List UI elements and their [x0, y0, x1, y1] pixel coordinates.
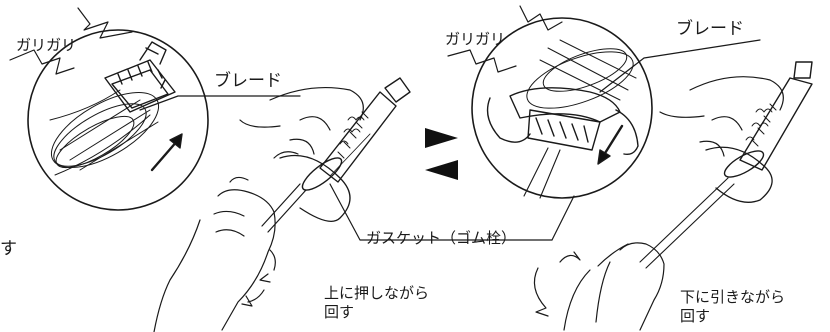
left-hand-lower	[153, 176, 276, 332]
right-down-arrow-head	[597, 149, 611, 165]
left-scrape-zigzag	[9, 7, 133, 75]
right-syringe	[639, 61, 813, 269]
right-cutter-head	[486, 87, 639, 199]
right-pointing-triangle	[425, 128, 458, 148]
right-blade-swirl	[526, 39, 637, 109]
right-hand-upper	[659, 76, 784, 157]
right-blade-leader	[599, 39, 761, 93]
gasket-leader-right	[551, 195, 575, 241]
blade-label-right: ブレード	[676, 19, 744, 39]
push-rotate-instruction: 上に押しながら 回す	[324, 284, 429, 322]
scrape-label-left: ガリガリ	[16, 36, 77, 54]
left-syringe	[261, 77, 411, 233]
right-scrape-zigzag	[447, 5, 563, 73]
right-hand-lower	[533, 242, 665, 331]
push-rotate-line-2: 回す	[324, 303, 355, 321]
left-hand-upper	[239, 86, 364, 159]
left-up-arrow-shaft	[150, 138, 180, 172]
pull-rotate-instruction: 下に引きながら 回す	[680, 288, 785, 326]
left-pointing-triangle	[425, 160, 458, 180]
left-blade-swirl	[49, 89, 160, 176]
left-magnified-circle	[27, 29, 209, 211]
push-rotate-line-1: 上に押しながら	[324, 284, 430, 302]
left-blade-leader	[139, 95, 301, 111]
left-up-arrow-head	[169, 133, 183, 149]
blade-label-left: ブレード	[214, 71, 282, 91]
gasket-label: ガスケット（ゴム栓）	[366, 229, 517, 247]
left-cutter-head	[104, 41, 176, 113]
pull-rotate-line-2: 回す	[680, 307, 711, 325]
gasket-leader-left	[329, 183, 553, 241]
pull-rotate-line-1: 下に引きながら	[680, 288, 786, 306]
scrape-label-right: ガリガリ	[445, 30, 506, 48]
right-magnified-circle	[471, 17, 653, 199]
cropped-edge-text: す	[0, 239, 17, 259]
